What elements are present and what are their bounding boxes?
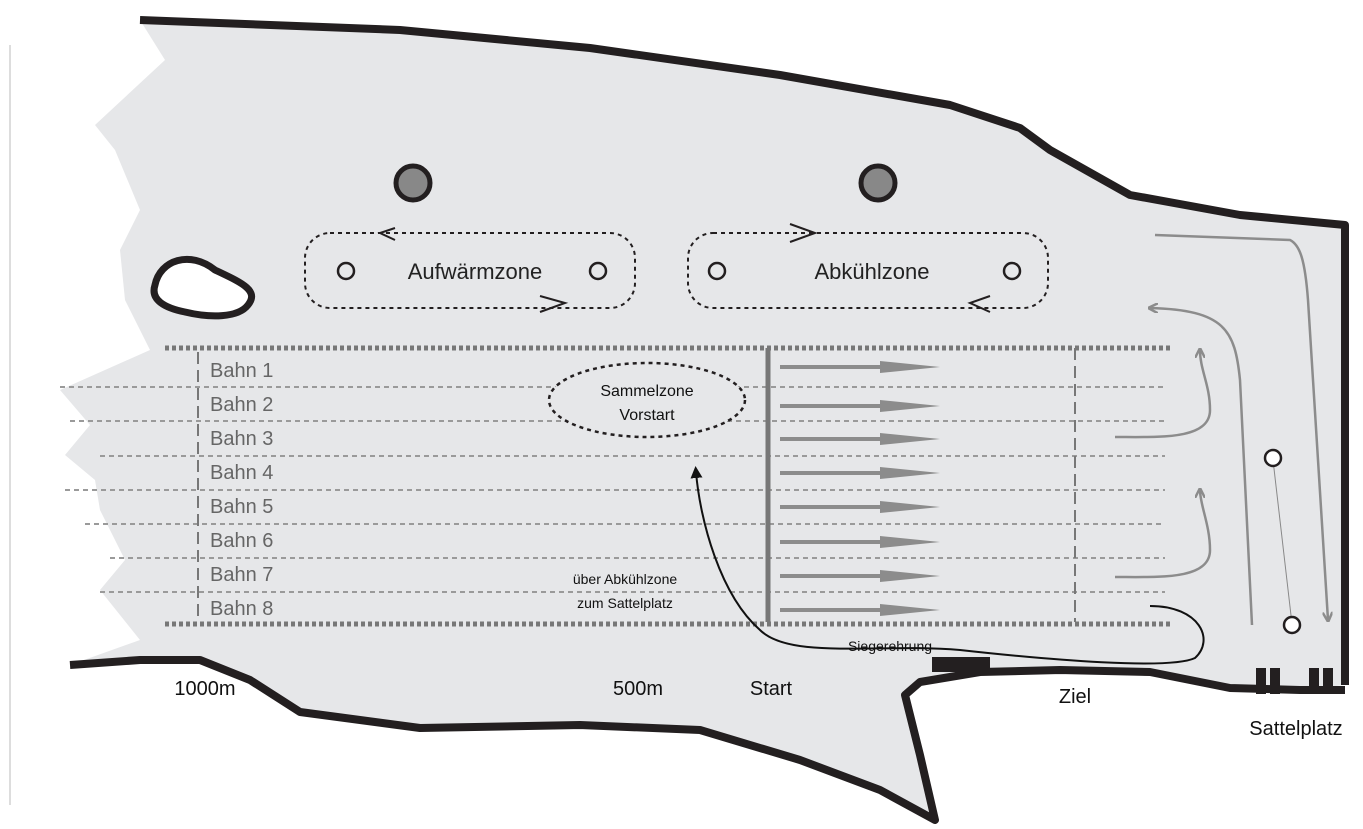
cooldown-zone: Abkühlzone: [687, 223, 1049, 313]
south-shore: [69, 656, 1345, 824]
lane-label-6: Bahn 6: [210, 530, 273, 552]
warmup-zone: Aufwärmzone: [304, 227, 636, 313]
paddock-piers: [1256, 668, 1333, 694]
gathering-zone-label-2: Vorstart: [619, 407, 675, 424]
route-to-paddock: [690, 466, 1205, 665]
north-shore: [139, 16, 1349, 685]
marker-paddock: Sattelplatz: [1249, 718, 1342, 740]
route-note-line1: über Abkühlzone: [573, 571, 678, 587]
lane-label-3: Bahn 3: [210, 428, 273, 450]
warmup-zone-label: Aufwärmzone: [408, 259, 543, 284]
ceremony-label: Siegerehrung: [848, 638, 932, 654]
gathering-zone-label-1: Sammelzone: [600, 383, 693, 400]
marker-start: Start: [750, 678, 793, 700]
paddock-buoy-line: [1272, 459, 1293, 625]
island: [150, 255, 256, 320]
ceremony-pontoon: [932, 657, 990, 672]
lane-label-8: Bahn 8: [210, 598, 273, 620]
lane-label-1: Bahn 1: [210, 360, 273, 382]
buoy-large-west: [393, 163, 433, 203]
paddock-buoy-south: [1282, 615, 1302, 635]
return-arrows: [1114, 233, 1328, 626]
lane-label-5: Bahn 5: [210, 496, 273, 518]
lane-label-7: Bahn 7: [210, 564, 273, 586]
marker-finish: Ziel: [1059, 686, 1091, 708]
lane-label-2: Bahn 2: [210, 394, 273, 416]
lane-label-4: Bahn 4: [210, 462, 273, 484]
route-note-line2: zum Sattelplatz: [577, 595, 673, 611]
buoy-large-east: [858, 163, 898, 203]
marker-1000m: 1000m: [174, 678, 235, 700]
lane-arrows: [780, 361, 940, 616]
cooldown-zone-label: Abkühlzone: [815, 259, 930, 284]
marker-500m: 500m: [613, 678, 663, 700]
paddock-buoy-north: [1263, 448, 1283, 468]
gathering-zone: Sammelzone Vorstart: [547, 361, 747, 439]
